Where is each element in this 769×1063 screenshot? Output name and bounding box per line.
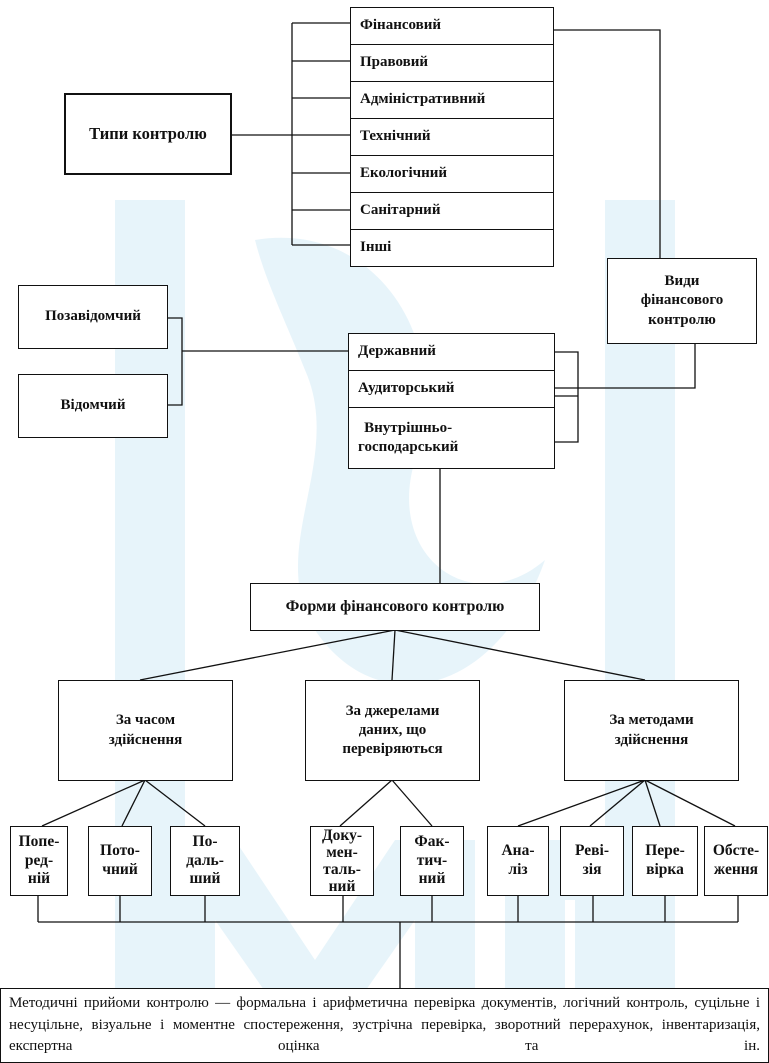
connector xyxy=(517,779,646,827)
watermark-right-bar xyxy=(605,200,675,1020)
kind-state: Державний xyxy=(348,333,555,371)
connector xyxy=(339,779,393,827)
type-technical: Технічний xyxy=(350,118,554,156)
type-other: Інші xyxy=(350,229,554,267)
connector xyxy=(394,629,646,681)
connector xyxy=(589,779,646,827)
connector xyxy=(553,344,696,389)
connector xyxy=(554,351,579,443)
connector xyxy=(553,29,661,258)
connector xyxy=(144,779,206,827)
leaf-factual: Фак- тич- ний xyxy=(400,826,464,896)
kind-internal: Внутрішньо- господарський xyxy=(348,407,555,469)
interdepartmental-box: Позавідомчий xyxy=(18,285,168,349)
departmental-box: Відомчий xyxy=(18,374,168,438)
types-root-box: Типи контролю xyxy=(64,93,232,175)
connector xyxy=(139,629,396,681)
connector xyxy=(121,779,146,827)
connector xyxy=(644,779,661,827)
type-administrative: Адміністративний xyxy=(350,81,554,119)
leaf-current: Пото- чний xyxy=(88,826,152,896)
leaf-subsequent: По- даль- ший xyxy=(170,826,240,896)
group-sources-box: За джерелами даних, що перевіряються xyxy=(305,680,480,781)
connector xyxy=(391,629,396,681)
leaf-analysis: Ана- ліз xyxy=(487,826,549,896)
group-time-box: За часом здійснення xyxy=(58,680,233,781)
leaf-check: Пере- вірка xyxy=(632,826,698,896)
leaf-documentary: Доку- мен- таль- ний xyxy=(310,826,374,896)
forms-title-box: Форми фінансового контролю xyxy=(250,583,540,631)
kind-audit: Аудиторський xyxy=(348,370,555,408)
type-sanitary: Санітарний xyxy=(350,192,554,230)
group-methods-box: За методами здійснення xyxy=(564,680,739,781)
type-legal: Правовий xyxy=(350,44,554,82)
connector xyxy=(644,779,736,827)
leaf-preliminary: Попе- ред- ній xyxy=(10,826,68,896)
connector xyxy=(41,779,146,827)
leaf-inspection: Обсте- ження xyxy=(704,826,768,896)
connector xyxy=(391,779,433,827)
type-financial: Фінансовий xyxy=(350,7,554,45)
leaf-revision: Реві- зія xyxy=(560,826,624,896)
kinds-label-box: Види фінансового контролю xyxy=(607,258,757,344)
connector xyxy=(168,317,183,406)
watermark-logo xyxy=(115,200,675,1020)
methods-box: Методичні прийоми контролю — формальна і… xyxy=(0,988,769,1063)
type-ecological: Екологічний xyxy=(350,155,554,193)
